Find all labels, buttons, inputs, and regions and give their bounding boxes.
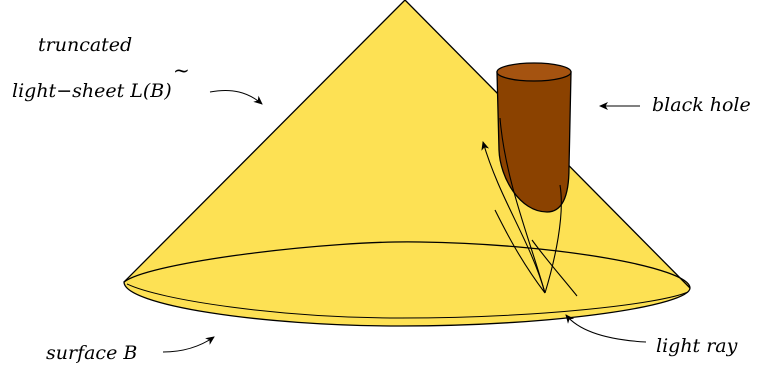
light-ray-label: light ray	[656, 337, 737, 356]
light-sheet-tilde: ~	[173, 60, 190, 80]
truncated-label: truncated	[38, 36, 132, 55]
black-hole-top	[497, 63, 571, 81]
light-sheet-label: light−sheet L(B)	[12, 82, 172, 101]
light-sheet-pointer-arrow	[210, 91, 262, 105]
surface-b-label: surface B	[46, 344, 137, 363]
surface-pointer-arrow	[163, 337, 214, 352]
light-ray-pointer-arrow	[566, 315, 646, 342]
black-hole-label: black hole	[652, 96, 751, 115]
